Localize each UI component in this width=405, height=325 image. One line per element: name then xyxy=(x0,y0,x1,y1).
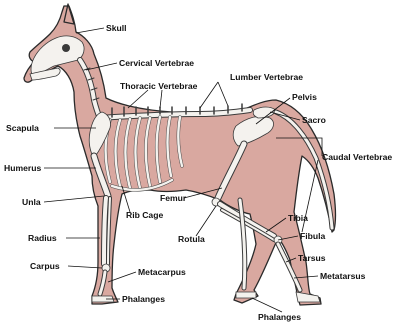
label-phalanges-rear: Phalanges xyxy=(258,312,301,322)
label-thoracic-vertebrae: Thoracic Vertebrae xyxy=(120,81,198,91)
label-scapula: Scapula xyxy=(6,123,39,133)
label-tarsus: Tarsus xyxy=(298,253,326,263)
label-lumber-vertebrae: Lumber Vertebrae xyxy=(230,72,303,82)
label-skull: Skull xyxy=(106,23,127,33)
label-humerus: Humerus xyxy=(4,163,41,173)
label-femur: Femur xyxy=(160,193,187,203)
eye-socket xyxy=(62,44,70,52)
label-fibula: Fibula xyxy=(300,231,326,241)
label-cervical-vertebrae: Cervical Vertebrae xyxy=(119,58,194,68)
label-radius: Radius xyxy=(28,233,57,243)
label-rotula: Rotula xyxy=(178,234,205,244)
label-phalanges-front: Phalanges xyxy=(122,294,165,304)
label-metatarsus: Metatarsus xyxy=(320,271,366,281)
label-tibia: Tibia xyxy=(288,213,308,223)
label-sacro: Sacro xyxy=(302,115,326,125)
label-caudal-vertebrae: Caudal Vertebrae xyxy=(322,152,392,162)
label-carpus: Carpus xyxy=(30,261,60,271)
label-rib-cage: Rib Cage xyxy=(126,210,163,220)
label-metacarpus: Metacarpus xyxy=(138,267,186,277)
label-unla: Unla xyxy=(22,197,41,207)
label-pelvis: Pelvis xyxy=(292,92,317,102)
far-rear-paw-bones xyxy=(236,292,256,298)
